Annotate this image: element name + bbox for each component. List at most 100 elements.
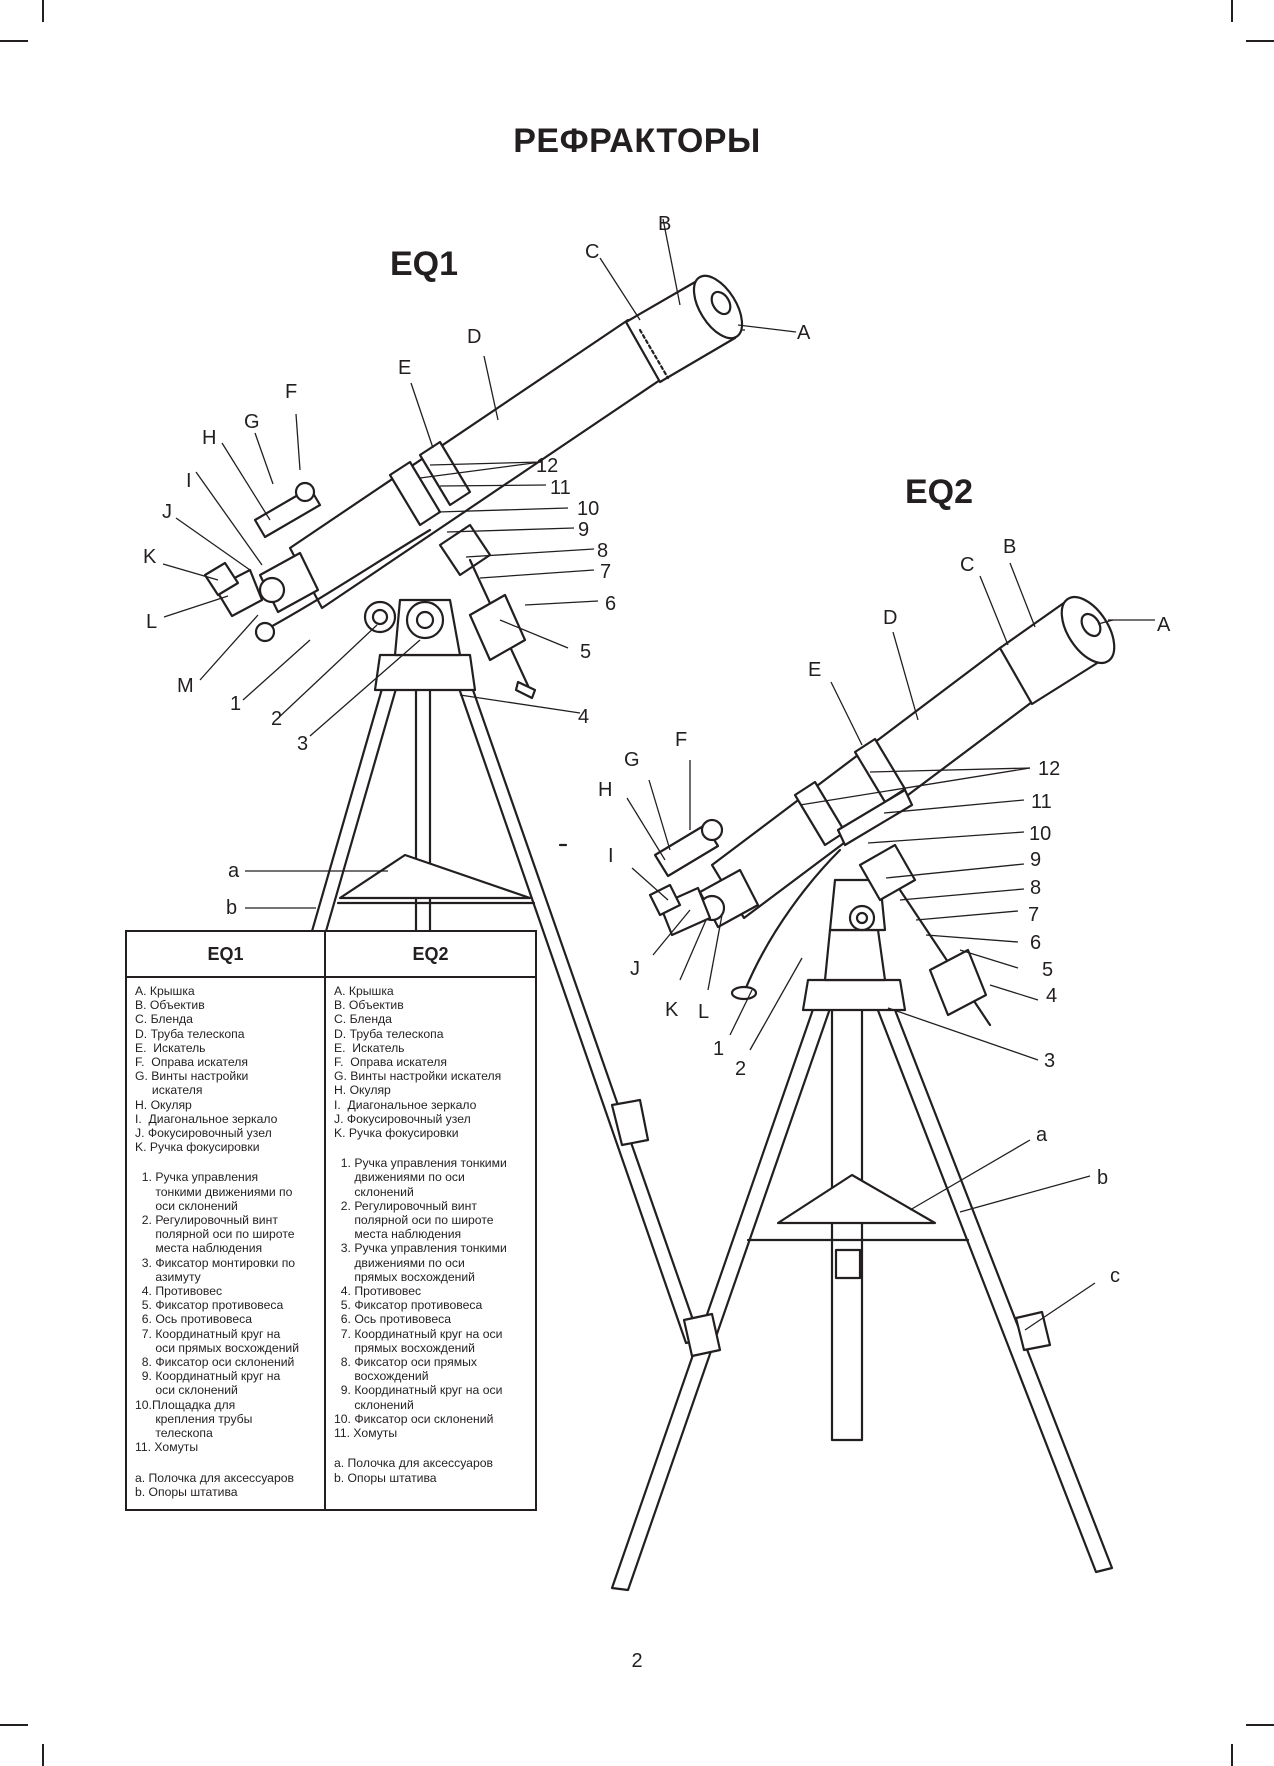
legend-eq1-letters-item: A. Крышка [135,984,195,998]
eq1-callout-7: 7 [600,561,611,583]
eq2-callout-11: 11 [1031,791,1052,813]
legend-eq1-tripod-item: b. Опоры штатива [135,1484,238,1499]
legend-eq2-letters-item: K. Ручка фокусировки [334,1126,459,1141]
eq1-diagonal [213,568,264,618]
eq1-callout-k: K [143,546,157,568]
eq2-callout-g: G [624,749,640,771]
eq2-model-label: EQ2 [905,473,974,511]
eq1-callout-e: E [398,357,411,379]
legend-eq1-numbers-item: 9. Координатный круг на [135,1369,281,1384]
legend-eq1-letters-item: C. Бленда [135,1012,193,1027]
eq2-callout-tray: a [1036,1124,1048,1146]
eq2-callout-c: C [960,554,974,576]
eq2-counterweight [928,948,988,1017]
legend-eq2-letters-item: H. Окуляр [334,1083,391,1098]
legend-eq2-letters-item: B. Объектив [334,998,404,1013]
legend-eq2-letters-item: C. Бленда [334,1012,392,1027]
legend-eq2-numbers-item: 11. Хомуты [334,1426,398,1441]
eq1-callout-f: F [285,381,297,403]
eq1-accessory-tray [338,853,532,900]
eq2-callout-3: 3 [1044,1050,1055,1072]
eq1-model-label: EQ1 [390,245,459,283]
legend-eq1-numbers-item: крепления трубы [135,1411,253,1426]
legend-eq2-numbers-item: 2. Регулировочный винт [334,1198,477,1213]
crop-mark-top-left-v [42,0,44,22]
legend-eq1-numbers-item: 10.Площадка для [135,1397,236,1412]
legend-eq1-numbers: 1. Ручка управления тонкими движениями п… [127,1164,324,1454]
legend-eq2-numbers-item: движениями по оси [334,1255,465,1270]
eq1-callout-tray: a [228,860,240,882]
eq1-callout-l: L [146,611,157,633]
legend-eq1-letters-item: D. Труба телескопа [135,1026,245,1041]
legend-eq2-letters-item: J. Фокусировочный узел [334,1111,471,1126]
eq2-telescope [610,596,1116,1592]
eq2-tripod-head [801,978,907,1012]
legend-eq2-numbers-item: прямых восхождений [334,1269,475,1284]
eq2-callout-2: 2 [735,1058,746,1080]
legend-eq2-numbers-item: 8. Фиксатор оси прямых [334,1355,477,1370]
eq2-callout-e: E [808,659,821,681]
legend-eq2-letters-item: E. Искатель [334,1040,405,1055]
eq2-callout-7: 7 [1028,904,1039,926]
eq1-callout-b: B [658,213,671,235]
legend-eq2-letters-item: F. Оправа искателя [334,1055,447,1070]
eq1-callout-5: 5 [580,641,591,663]
legend-eq2-letters-item: D. Труба телескопа [334,1026,444,1041]
legend-eq1-numbers-item: оси склонений [135,1383,238,1398]
legend-eq2-numbers-item: движениями по оси [334,1170,465,1185]
eq1-callout-j: J [162,501,172,523]
eq1-callout-12: 12 [536,455,558,477]
legend-header-eq2: EQ2 [326,932,535,978]
legend-eq1-numbers-item: 2. Регулировочный винт [135,1213,278,1228]
legend-eq1-numbers-item: телескопа [135,1426,213,1441]
legend-eq1-numbers-item: азимуту [135,1269,201,1284]
legend-eq1-letters-item: H. Окуляр [135,1097,192,1112]
eq1-callout-8: 8 [597,540,608,562]
legend-eq2-numbers-item: 1. Ручка управления тонкими [334,1156,507,1171]
legend-eq2-numbers: 1. Ручка управления тонкими движениями п… [326,1150,535,1440]
eq2-tripod-leg-left [610,993,836,1592]
eq1-tripod-head [373,653,477,692]
legend-eq1-numbers-item: 11. Хомуты [135,1440,199,1455]
legend-eq2-tripod-item: a. Полочка для аксессуаров [334,1456,493,1471]
eq2-callout-b: B [1003,536,1016,558]
legend-eq2-numbers-item: 10. Фиксатор оси склонений [334,1411,494,1426]
eq2-callout-4: 4 [1046,985,1057,1007]
eq2-callout-a: A [1157,614,1171,636]
legend-eq1-letters-item: E. Искатель [135,1040,206,1055]
legend-eq2-numbers-item: 3. Ручка управления тонкими [334,1241,507,1256]
crop-mark-bottom-right-v [1231,1744,1233,1766]
legend-eq1-numbers-item: 5. Фиксатор противовеса [135,1298,284,1313]
eq1-callout-10: 10 [577,498,599,520]
eq1-slow-motion-cable [263,528,432,632]
eq1-callout-h: H [202,427,216,449]
legend-eq1-letters-item: G. Винты настройки [135,1069,249,1084]
legend-eq2-numbers-item: склонений [334,1397,414,1412]
eq1-callout-legs: b [226,897,237,919]
legend-eq1-numbers-item: 7. Координатный круг на [135,1326,281,1341]
eq1-callout-6: 6 [605,593,616,615]
eq1-callout-1: 1 [230,693,241,715]
eq2-callout-10: 10 [1029,823,1051,845]
legend-eq2-numbers-item: 9. Координатный круг на оси [334,1383,503,1398]
legend-eq1-letters-item: K. Ручка фокусировки [135,1140,260,1155]
crop-mark-bottom-left-h [0,1724,28,1726]
legend-eq2-numbers-item: 6. Ось противовеса [334,1312,452,1327]
legend-eq1-letters-item: J. Фокусировочный узел [135,1126,272,1141]
eq2-accessory-tray [776,1173,937,1225]
legend-eq1-letters-item: I. Диагональное зеркало [135,1111,278,1126]
eq2-callout-i: I [608,845,614,867]
legend-eq1-numbers-item: 4. Противовес [135,1284,223,1299]
eq2-callout-k: K [665,999,679,1021]
legend-eq1-numbers-item: оси прямых восхождений [135,1340,300,1355]
eq1-callout-a: A [797,322,811,344]
legend-eq2-numbers-item: 5. Фиксатор противовеса [334,1298,483,1313]
eq1-callout-11: 11 [550,477,571,499]
eq1-callout-i: I [186,470,192,492]
eq1-callout-3: 3 [297,733,308,755]
crop-mark-bottom-right-h [1246,1724,1274,1726]
